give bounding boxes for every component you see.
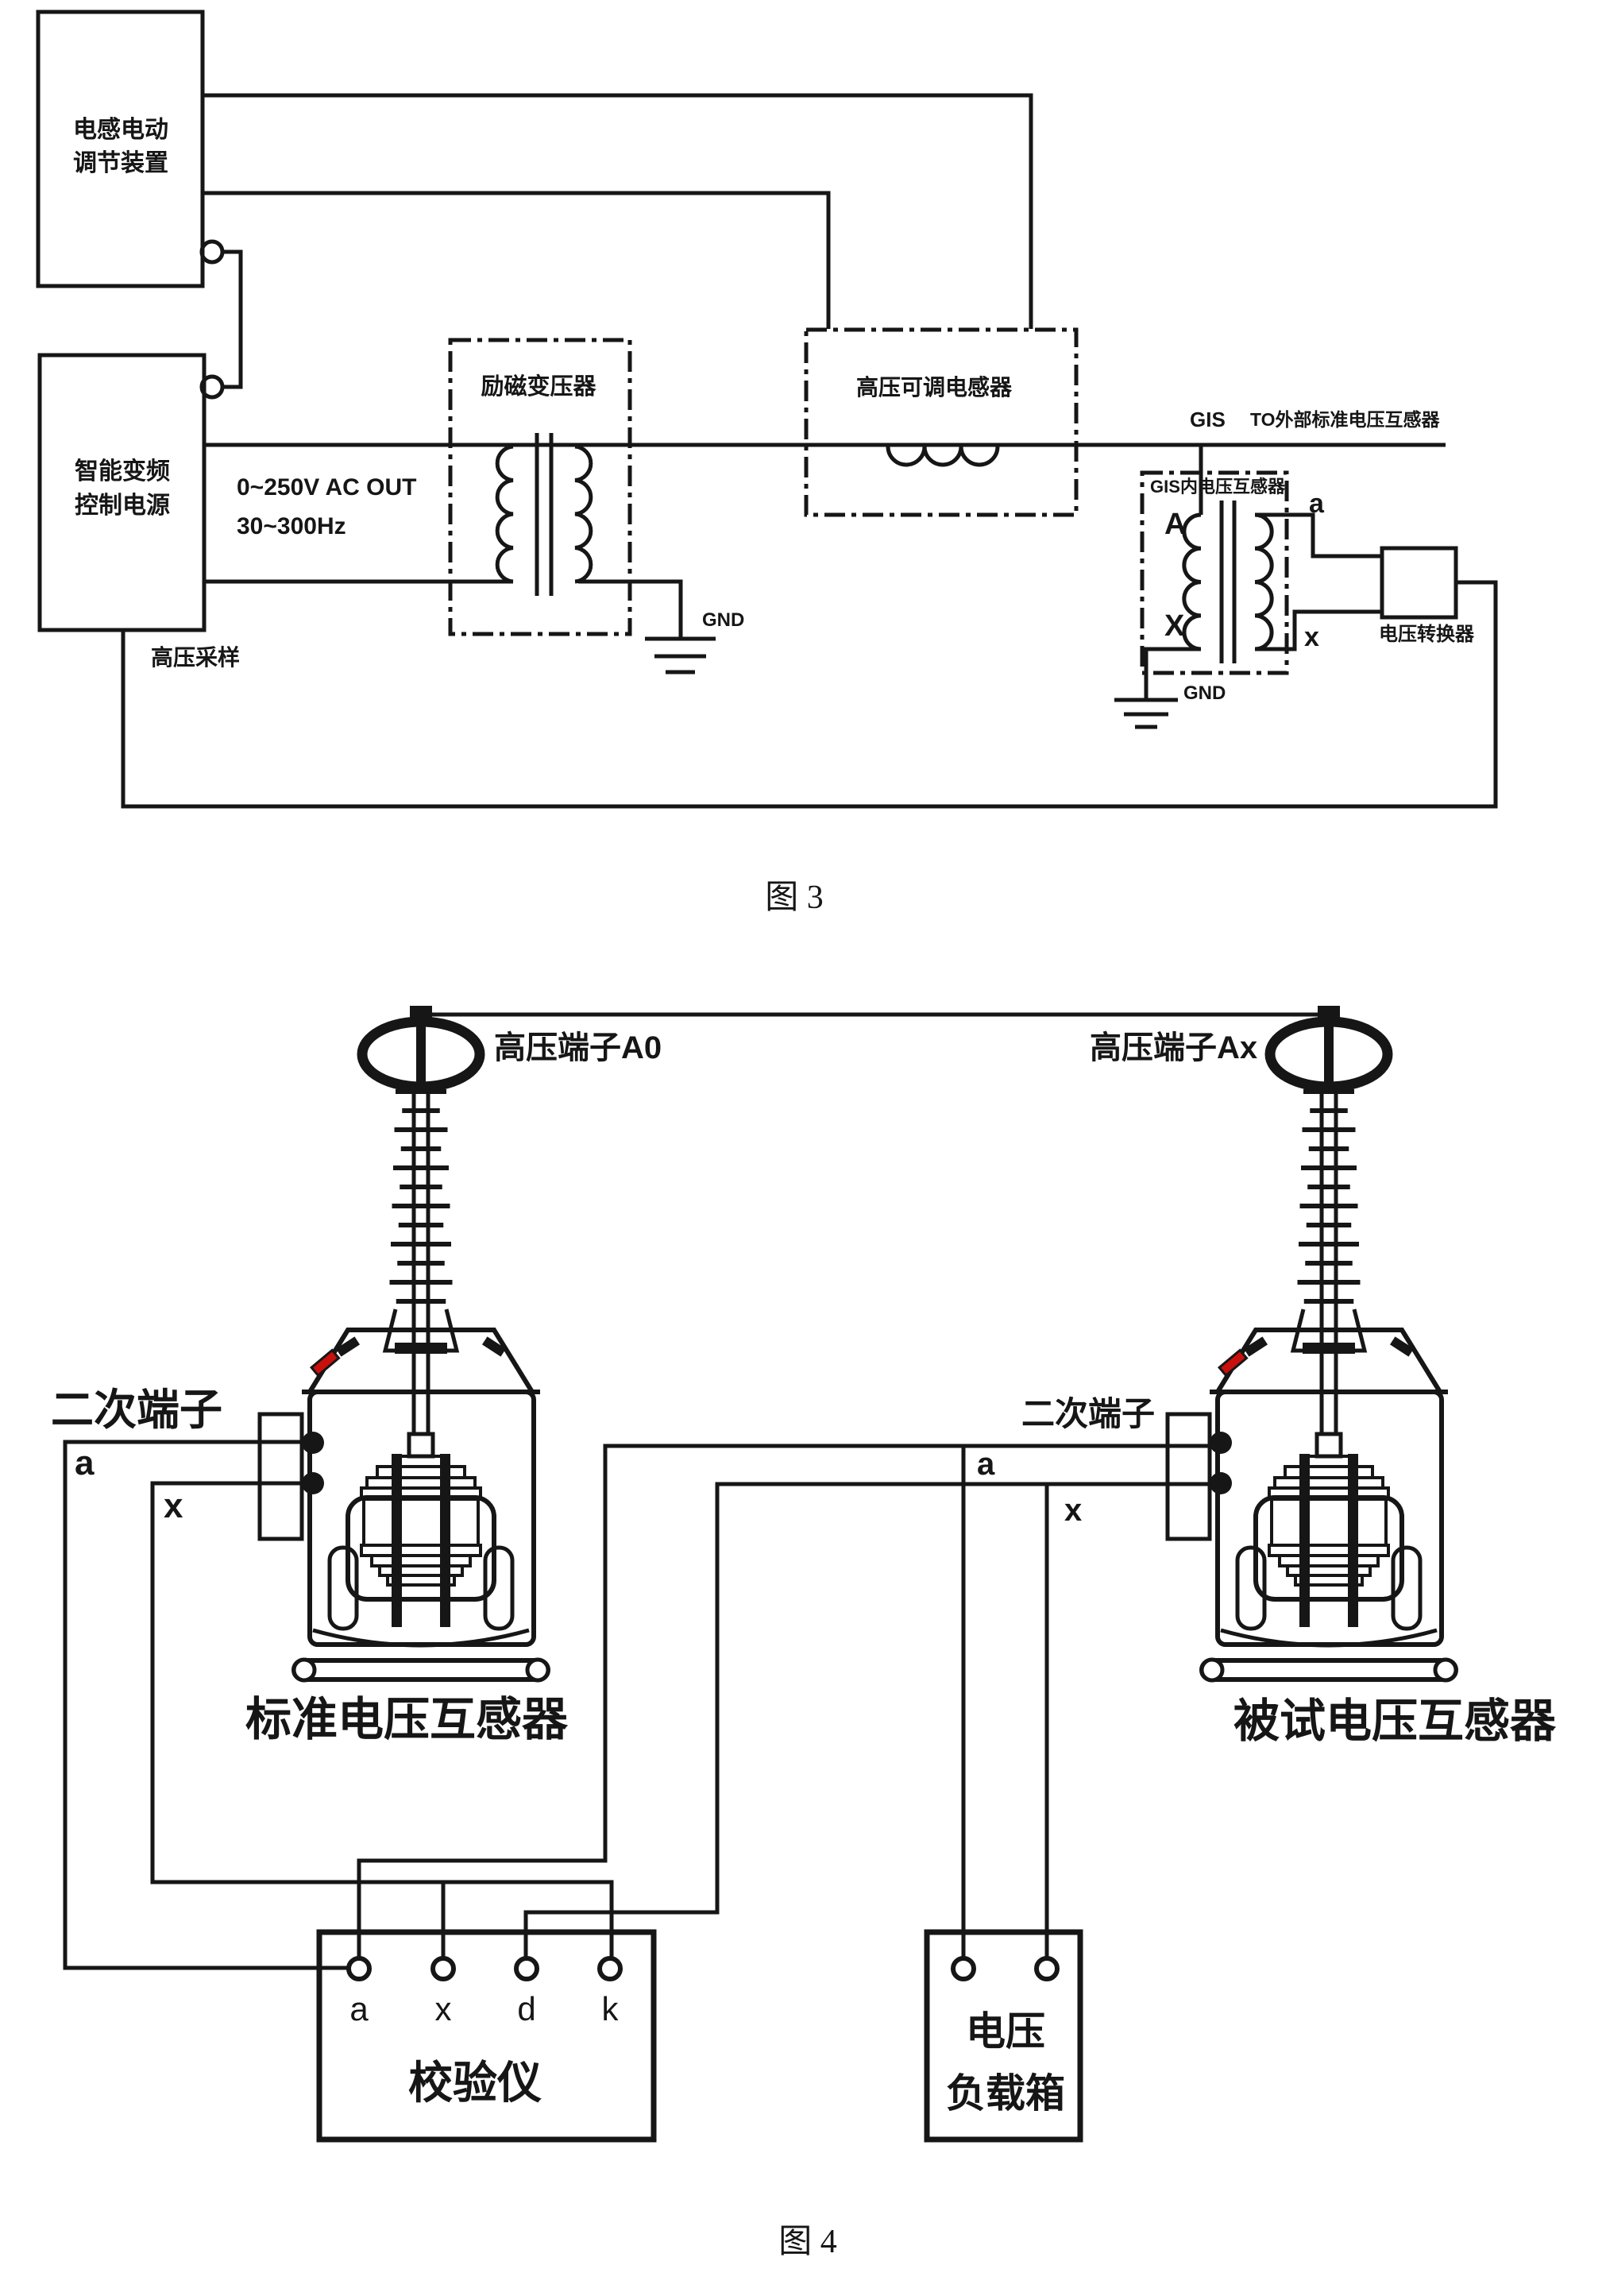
adjustable-inductor-label: 高压可调电感器 xyxy=(855,375,1013,400)
gis-secondary-x-wire xyxy=(1255,609,1382,651)
left-pt-x-label: x xyxy=(164,1486,183,1525)
calibrator-box xyxy=(316,1929,657,2143)
std-x-to-calibrator-xk-wire xyxy=(150,1481,614,1958)
hv-terminal-ax-label: 高压端子Ax xyxy=(1090,1030,1258,1065)
calibrator-terminal-x xyxy=(430,1956,456,1981)
load-box-label-line1: 电压 xyxy=(966,2009,1045,2054)
figure3-caption: 图 3 xyxy=(765,879,824,916)
secondary-terminal-x-bump xyxy=(302,1472,324,1494)
red-seal-marker xyxy=(1218,1348,1249,1378)
gis-secondary-a-label: a xyxy=(1309,489,1324,519)
secondary-terminal-a-bump xyxy=(302,1432,324,1454)
secondary-terminal-box xyxy=(257,1412,304,1541)
excitation-transformer-symbol xyxy=(495,433,593,596)
control-wire-lower xyxy=(203,191,831,329)
voltage-converter-label: 电压转换器 xyxy=(1379,624,1474,645)
regulator-box xyxy=(36,10,205,288)
left-pt-a-label: a xyxy=(75,1444,95,1482)
inductor-symbol xyxy=(886,446,1000,467)
calibrator-terminal-x-label: x xyxy=(434,1990,452,2027)
gnd-label-excitation: GND xyxy=(702,609,745,631)
figure4-wiring xyxy=(63,1012,1329,2143)
excitation-transformer-label: 励磁变压器 xyxy=(481,374,596,400)
secondary-terminal-a-bump xyxy=(1210,1432,1232,1454)
calibrator-terminal-a-label: a xyxy=(349,1990,369,2027)
regulator-box-label-line1: 电感电动 xyxy=(73,117,168,143)
gnd-label-gis: GND xyxy=(1183,682,1226,704)
hv-sampling-label: 高压采样 xyxy=(151,645,241,670)
figure4-caption: 图 4 xyxy=(778,2224,837,2260)
gis-primary-ground-wire xyxy=(1144,647,1201,700)
gis-primary-x-label: X xyxy=(1164,609,1185,643)
gis-secondary-x-label: x xyxy=(1304,622,1319,652)
load-box-label-line2: 负载箱 xyxy=(946,2071,1065,2116)
secondary-terminal-box xyxy=(1165,1412,1212,1541)
standard-pt-drawing xyxy=(257,1006,550,1683)
hv-terminal-a0-label: 高压端子A0 xyxy=(494,1030,662,1065)
calibrator-terminal-a xyxy=(346,1956,372,1981)
right-pt-x-label: x xyxy=(1064,1493,1083,1528)
power-box-label-line1: 智能变频 xyxy=(75,458,170,485)
secondary-terminal-label-left: 二次端子 xyxy=(51,1386,222,1434)
gis-primary-a-label: A xyxy=(1164,508,1187,541)
load-box xyxy=(924,1929,1083,2143)
power-terminal xyxy=(199,374,225,400)
secondary-terminal-label-right: 二次端子 xyxy=(1021,1395,1156,1432)
std-a-to-calibrator-a-wire xyxy=(63,1440,348,1970)
external-standard-pt-label: TO外部标准电压互感器 xyxy=(1250,409,1440,430)
test-pt-drawing xyxy=(1165,1006,1458,1683)
adjustable-inductor-box xyxy=(804,327,1079,517)
calibrator-terminal-k-label: k xyxy=(601,1990,619,2027)
standard-pt-name: 标准电压互感器 xyxy=(245,1694,569,1745)
power-box-label-line2: 控制电源 xyxy=(75,493,170,519)
calibrator-terminal-k xyxy=(597,1956,623,1981)
regulator-terminal xyxy=(199,239,225,265)
test-pt-name: 被试电压互感器 xyxy=(1233,1695,1557,1747)
load-box-terminal-right xyxy=(1034,1956,1060,1981)
gis-pt-symbol xyxy=(1182,501,1274,663)
test-a-to-calibrator-a-wire xyxy=(357,1444,1221,1958)
calibrator-terminal-d xyxy=(514,1956,539,1981)
control-wire-upper xyxy=(203,93,1033,329)
excitation-secondary-ground-wire xyxy=(578,579,683,639)
gis-pt-box xyxy=(1140,470,1289,675)
secondary-terminal-x-bump xyxy=(1210,1472,1232,1494)
gis-internal-pt-label: GIS内电压互感器 xyxy=(1150,477,1285,497)
voltage-converter-box xyxy=(1380,546,1458,620)
gis-label: GIS xyxy=(1190,408,1226,431)
excitation-transformer-box xyxy=(448,338,632,636)
calibrator-terminal-d-label: d xyxy=(517,1990,536,2027)
output-spec-line2: 30~300Hz xyxy=(237,513,346,539)
ground-symbol-excitation xyxy=(645,636,716,674)
sampling-feedback-wire xyxy=(121,580,1498,809)
ground-symbol-gis xyxy=(1114,698,1178,729)
output-spec-line1: 0~250V AC OUT xyxy=(237,474,417,501)
load-box-terminal-left xyxy=(951,1956,976,1981)
right-pt-a-label: a xyxy=(977,1447,995,1482)
figure3-wiring xyxy=(36,10,1498,809)
test-x-to-calibrator-d-wire xyxy=(523,1482,1221,1958)
regulator-box-label-line2: 调节装置 xyxy=(73,150,168,176)
terminal-jumper-wire xyxy=(222,249,243,389)
gis-secondary-a-wire xyxy=(1255,512,1382,559)
calibrator-name: 校验仪 xyxy=(408,2058,542,2108)
red-seal-marker xyxy=(310,1348,341,1378)
